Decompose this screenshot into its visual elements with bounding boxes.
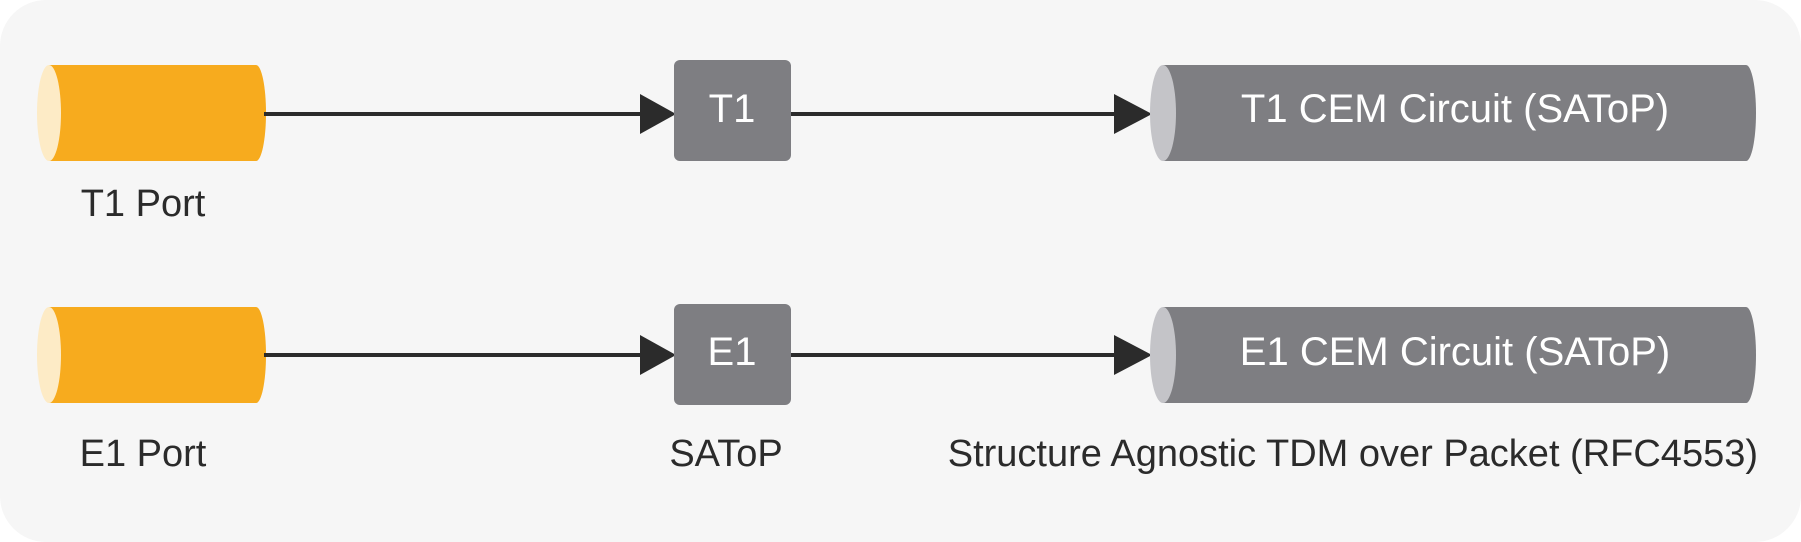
structure-agnostic-caption: Structure Agnostic TDM over Packet (RFC4… <box>947 433 1758 475</box>
t1-arrow-to-circuit-icon <box>791 94 1152 134</box>
e1-box <box>674 304 791 405</box>
e1-port-label: E1 Port <box>79 433 207 475</box>
t1-port-label: T1 Port <box>80 183 206 225</box>
t1-circuit-cylinder-icon <box>1150 65 1756 161</box>
e1-circuit-label: E1 CEM Circuit (SAToP) <box>1239 330 1671 374</box>
t1-box-label: T1 <box>708 87 756 131</box>
satop-caption: SAToP <box>669 433 783 475</box>
t1-box <box>674 60 791 161</box>
t1-circuit-label: T1 CEM Circuit (SAToP) <box>1240 87 1670 131</box>
row-e1 <box>37 304 1756 405</box>
e1-arrow-to-circuit-icon <box>791 335 1152 375</box>
e1-box-label: E1 <box>707 330 757 374</box>
t1-port-cylinder-icon <box>37 65 266 161</box>
t1-arrow-to-box-icon <box>264 94 676 134</box>
e1-port-cylinder-icon <box>37 307 266 403</box>
row-t1 <box>37 60 1756 161</box>
e1-circuit-cylinder-icon <box>1150 307 1756 403</box>
e1-arrow-to-box-icon <box>264 335 676 375</box>
